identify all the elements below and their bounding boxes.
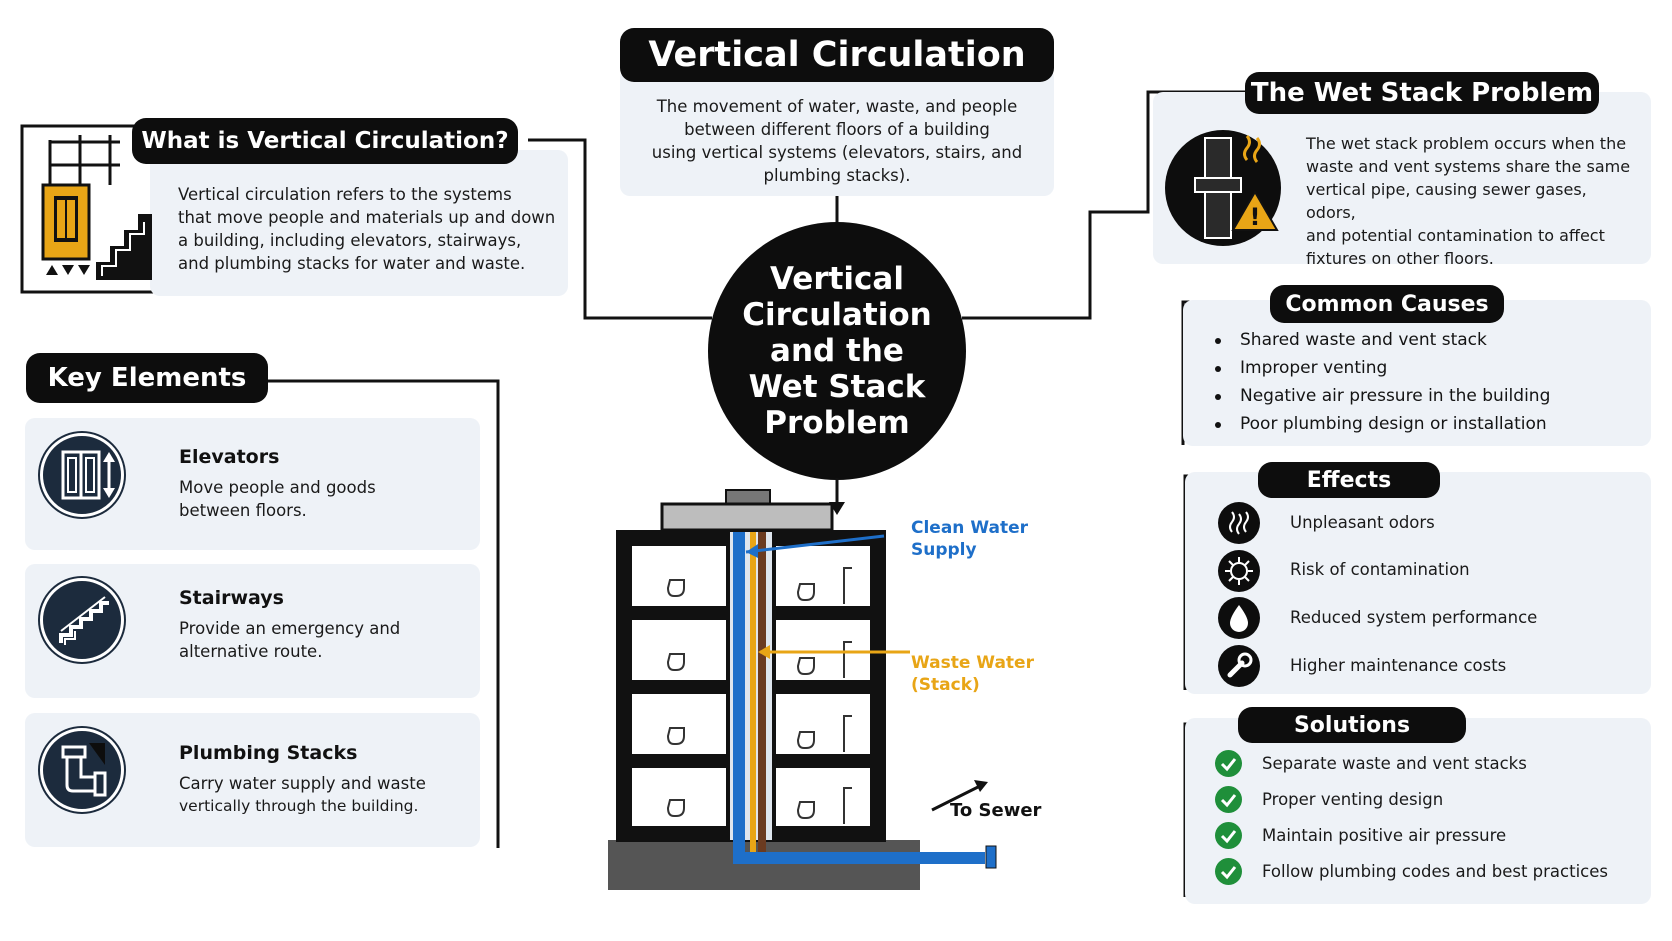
stairways-text: Provide an emergency and alternative rou… xyxy=(179,617,400,663)
wrench-icon xyxy=(1218,645,1260,687)
effect-label: Reduced system performance xyxy=(1290,608,1538,627)
intro-text: The movement of water, waste, and people… xyxy=(625,95,1049,187)
elevators-line: Move people and goods xyxy=(179,478,376,497)
center-title-line: Wet Stack xyxy=(748,369,926,405)
wet-stack-text: The wet stack problem occurs when the wa… xyxy=(1306,132,1641,270)
stairs-icon xyxy=(40,578,124,662)
wet-stack-line: fixtures on other floors. xyxy=(1306,249,1494,268)
center-title-line: Circulation xyxy=(742,297,932,333)
stairways-heading: Stairways xyxy=(179,587,284,609)
intro-line: plumbing stacks). xyxy=(763,166,911,185)
check-icon xyxy=(1215,822,1242,849)
cause-item: Negative air pressure in the building xyxy=(1210,382,1550,410)
check-icon xyxy=(1215,750,1242,777)
waste-water-line: (Stack) xyxy=(911,675,980,695)
building-diagram xyxy=(608,489,997,890)
elevators-line: between floors. xyxy=(179,501,307,520)
clean-water-line: Clean Water xyxy=(911,518,1028,538)
plumbing-stacks-text: Carry water supply and waste vertically … xyxy=(179,772,426,818)
stairways-line: alternative route. xyxy=(179,642,323,661)
intro-line: between different floors of a building xyxy=(684,120,990,139)
wet-stack-line: The wet stack problem occurs when the xyxy=(1306,134,1627,153)
intro-line: using vertical systems (elevators, stair… xyxy=(651,143,1023,162)
solutions-panel xyxy=(1185,718,1651,904)
solutions-title: Solutions xyxy=(1238,707,1466,743)
solution-item: Follow plumbing codes and best practices xyxy=(1262,862,1608,881)
key-elements-title: Key Elements xyxy=(26,353,268,403)
effect-label: Unpleasant odors xyxy=(1290,513,1435,532)
plumbing-stacks-line: Carry water supply and waste xyxy=(179,774,426,793)
waste-water-label: Waste Water (Stack) xyxy=(911,652,1034,696)
plumbing-stacks-heading: Plumbing Stacks xyxy=(179,742,358,764)
elevator-stairs-icon xyxy=(41,135,152,280)
solution-item: Maintain positive air pressure xyxy=(1262,826,1507,845)
clean-water-line: Supply xyxy=(911,540,977,560)
what-is-title: What is Vertical Circulation? xyxy=(132,118,518,164)
cause-item: Poor plumbing design or installation xyxy=(1210,410,1550,438)
center-title-line: Vertical xyxy=(770,261,904,297)
what-is-line: a building, including elevators, stairwa… xyxy=(178,231,522,250)
effects-panel xyxy=(1185,472,1651,694)
svg-text:!: ! xyxy=(1250,203,1261,231)
check-icon xyxy=(1215,786,1242,813)
intro-line: The movement of water, waste, and people xyxy=(656,97,1018,116)
what-is-line: Vertical circulation refers to the syste… xyxy=(178,185,512,204)
causes-title: Common Causes xyxy=(1270,285,1504,323)
waste-water-line: Waste Water xyxy=(911,653,1034,673)
water-drop-icon xyxy=(1218,597,1260,639)
causes-list: Shared waste and vent stack Improper ven… xyxy=(1210,326,1550,438)
center-circle: Vertical Circulation and the Wet Stack P… xyxy=(708,222,966,480)
germ-icon xyxy=(1218,550,1260,592)
elevator-icon xyxy=(40,433,124,517)
cause-item: Improper venting xyxy=(1210,354,1550,382)
check-icon xyxy=(1215,858,1242,885)
cause-item: Shared waste and vent stack xyxy=(1210,326,1550,354)
solution-item: Proper venting design xyxy=(1262,790,1444,809)
pipe-icon xyxy=(40,728,124,812)
wet-stack-pipe-icon: ! xyxy=(1165,130,1281,246)
plumbing-stacks-line: vertically through the building. xyxy=(179,797,419,815)
effect-label: Higher maintenance costs xyxy=(1290,656,1507,675)
causes-panel xyxy=(1183,300,1651,446)
effects-title: Effects xyxy=(1258,462,1440,498)
what-is-line: and plumbing stacks for water and waste. xyxy=(178,254,526,273)
wet-stack-line: vertical pipe, causing sewer gases, odor… xyxy=(1306,180,1587,222)
intro-panel xyxy=(620,68,1054,196)
elevators-text: Move people and goods between floors. xyxy=(179,476,376,522)
what-is-line: that move people and materials up and do… xyxy=(178,208,556,227)
elevators-heading: Elevators xyxy=(179,446,280,468)
solution-item: Separate waste and vent stacks xyxy=(1262,754,1527,773)
center-title-line: and the xyxy=(770,333,904,369)
wet-stack-line: and potential contamination to affect xyxy=(1306,226,1605,245)
wet-stack-title: The Wet Stack Problem xyxy=(1245,72,1599,114)
wet-stack-line: waste and vent systems share the same xyxy=(1306,157,1631,176)
clean-water-label: Clean Water Supply xyxy=(911,517,1028,561)
effect-label: Risk of contamination xyxy=(1290,560,1470,579)
main-title: Vertical Circulation xyxy=(620,28,1054,82)
to-sewer-label: To Sewer xyxy=(950,800,1042,821)
odor-icon xyxy=(1218,502,1260,544)
center-title-line: Problem xyxy=(764,405,910,441)
what-is-text: Vertical circulation refers to the syste… xyxy=(178,183,558,275)
what-is-panel xyxy=(150,150,568,296)
stairways-line: Provide an emergency and xyxy=(179,619,401,638)
